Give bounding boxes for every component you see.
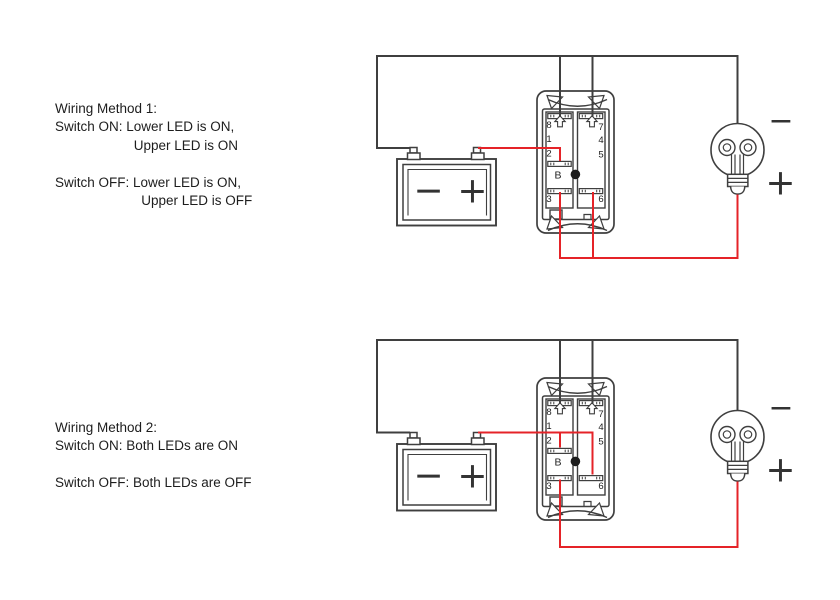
switch-body bbox=[541, 108, 610, 221]
bulb-screw-threads bbox=[727, 177, 748, 183]
switch-rocker-bottom-arc bbox=[547, 223, 608, 232]
battery-positive-terminal bbox=[470, 431, 485, 446]
caption-method-1: Wiring Method 1: Switch ON: Lower LED is… bbox=[55, 101, 253, 209]
switch-terminal-bar-6 bbox=[578, 188, 604, 195]
negative-wire-battery-to-bulb bbox=[376, 55, 739, 149]
rocker-switch: 8 7 1 2 4 5 B 3 6 bbox=[536, 90, 615, 234]
up-arrow-icon bbox=[553, 401, 567, 415]
switch-rocker-top-arc bbox=[547, 98, 608, 107]
bulb-screw-threads bbox=[727, 464, 748, 470]
bulb-contact-tip bbox=[729, 186, 746, 195]
battery-inner-case bbox=[402, 163, 492, 221]
caption-method-2: Wiring Method 2: Switch ON: Both LEDs ar… bbox=[55, 420, 252, 491]
switch-right-pole bbox=[576, 111, 606, 209]
battery-plus-sign: + bbox=[457, 171, 487, 212]
negative-wire-battery-to-bulb bbox=[376, 339, 739, 434]
light-bulb: − + bbox=[710, 391, 796, 491]
switch-label-2: 2 bbox=[546, 149, 551, 160]
battery: − + bbox=[396, 146, 497, 227]
up-arrow-icon bbox=[585, 401, 599, 415]
switch-label-8: 8 bbox=[546, 407, 551, 418]
battery-negative-terminal bbox=[406, 146, 421, 161]
bulb-screw-base bbox=[726, 173, 749, 188]
switch-label-B: B bbox=[554, 457, 561, 469]
switch-label-5: 5 bbox=[598, 437, 603, 448]
battery: − + bbox=[396, 431, 497, 512]
light-bulb: − + bbox=[710, 104, 796, 204]
positive-wire-terminal-3-to-bulb bbox=[559, 479, 739, 548]
switch-keyway-tab bbox=[549, 209, 563, 220]
bulb-contact-tip bbox=[729, 473, 746, 482]
switch-label-5: 5 bbox=[598, 150, 603, 161]
battery-cell-outline bbox=[407, 168, 488, 216]
battery-negative-terminal bbox=[406, 431, 421, 446]
up-arrow-icon bbox=[585, 114, 599, 128]
switch-label-8: 8 bbox=[546, 120, 551, 131]
bulb-plus-sign: + bbox=[765, 450, 795, 491]
switch-label-4: 4 bbox=[598, 422, 603, 433]
switch-label-1: 1 bbox=[546, 421, 551, 432]
switch-body bbox=[541, 395, 610, 508]
switch-rocker-top-arc bbox=[547, 385, 608, 394]
bulb-filament bbox=[718, 425, 757, 463]
bulb-filament bbox=[718, 138, 757, 176]
battery-cell-outline bbox=[407, 453, 488, 501]
switch-outer-housing bbox=[536, 377, 615, 521]
switch-outer-housing bbox=[536, 90, 615, 234]
wiring-diagram-method-2: − + bbox=[376, 339, 796, 548]
rocker-switch: 8 7 1 2 4 5 B 3 6 bbox=[536, 377, 615, 521]
positive-wire-battery-to-terminal-2 bbox=[478, 147, 561, 161]
switch-terminal-bar-6 bbox=[578, 475, 604, 482]
switch-label-7: 7 bbox=[598, 409, 603, 420]
bulb-plus-sign: + bbox=[765, 163, 795, 204]
switch-label-2: 2 bbox=[546, 436, 551, 447]
bulb-minus-sign: − bbox=[768, 104, 793, 139]
switch-keyway-tab bbox=[549, 496, 563, 507]
battery-minus-sign: − bbox=[413, 171, 443, 212]
positive-wire-battery-to-terminal-6 bbox=[478, 431, 594, 475]
switch-label-1: 1 bbox=[546, 134, 551, 145]
led-indicator-dot bbox=[570, 456, 581, 467]
switch-label-3: 3 bbox=[546, 194, 551, 205]
up-arrow-icon bbox=[553, 114, 567, 128]
switch-terminal-bar-2 bbox=[547, 160, 572, 167]
wiring-diagram-method-1: − + bbox=[376, 55, 796, 259]
positive-wire-terminal-3-to-bulb bbox=[559, 192, 739, 259]
wires bbox=[376, 339, 739, 548]
bulb-minus-sign: − bbox=[768, 391, 793, 426]
switch-right-pole bbox=[576, 398, 606, 496]
switch-label-4: 4 bbox=[598, 135, 603, 146]
switch-rocker-bottom-arc bbox=[547, 510, 608, 519]
led-indicator-dot bbox=[570, 169, 581, 180]
switch-label-B: B bbox=[554, 170, 561, 182]
switch-bottom-notch bbox=[583, 500, 592, 507]
battery-inner-case bbox=[402, 448, 492, 506]
wires bbox=[376, 55, 739, 259]
battery-outer-case bbox=[396, 443, 497, 512]
battery-plus-sign: + bbox=[457, 456, 487, 497]
switch-terminal-bar-2 bbox=[547, 447, 572, 454]
switch-label-7: 7 bbox=[598, 122, 603, 133]
switch-label-6: 6 bbox=[598, 194, 603, 205]
switch-label-3: 3 bbox=[546, 481, 551, 492]
switch-label-6: 6 bbox=[598, 481, 603, 492]
bulb-screw-base bbox=[726, 460, 749, 475]
battery-minus-sign: − bbox=[413, 456, 443, 497]
switch-bottom-notch bbox=[583, 213, 592, 220]
battery-outer-case bbox=[396, 158, 497, 227]
battery-positive-terminal bbox=[470, 146, 485, 161]
